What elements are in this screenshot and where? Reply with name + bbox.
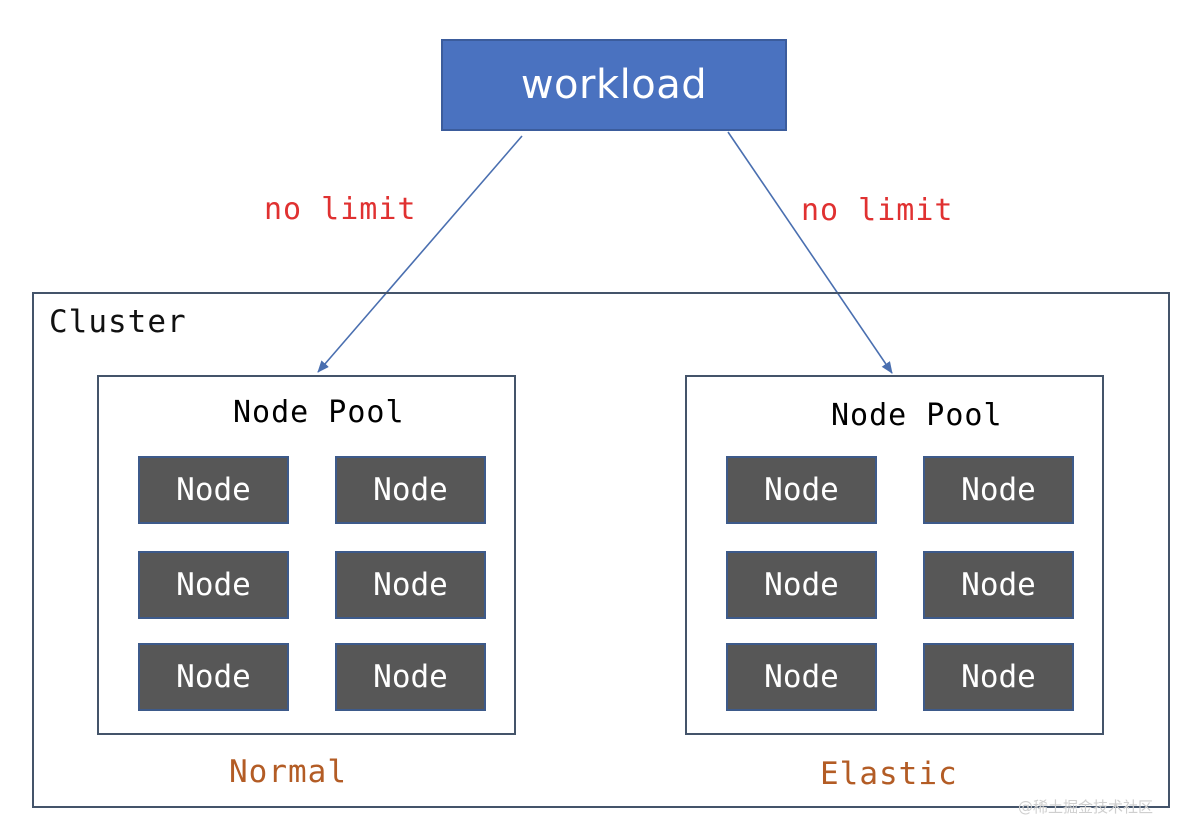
node-elastic-1: Node bbox=[726, 456, 877, 524]
pool-type-elastic: Elastic bbox=[820, 756, 958, 792]
node-elastic-3: Node bbox=[726, 551, 877, 619]
arrow-to-normal-pool bbox=[317, 135, 523, 373]
node-elastic-5: Node bbox=[726, 643, 877, 711]
node-pool-elastic-title: Node Pool bbox=[831, 398, 1003, 433]
pool-type-normal: Normal bbox=[229, 754, 347, 790]
node-elastic-2: Node bbox=[923, 456, 1074, 524]
node-elastic-6: Node bbox=[923, 643, 1074, 711]
node-normal-6: Node bbox=[335, 643, 486, 711]
node-normal-5: Node bbox=[138, 643, 289, 711]
workload-box: workload bbox=[441, 39, 787, 131]
node-normal-2: Node bbox=[335, 456, 486, 524]
node-pool-normal-title: Node Pool bbox=[233, 395, 405, 430]
cluster-label: Cluster bbox=[49, 304, 187, 340]
edge-label-left: no limit bbox=[264, 192, 417, 227]
cluster-box bbox=[32, 292, 1170, 808]
node-normal-1: Node bbox=[138, 456, 289, 524]
node-normal-4: Node bbox=[335, 551, 486, 619]
watermark: @稀土掘金技术社区 bbox=[1018, 798, 1154, 816]
node-normal-3: Node bbox=[138, 551, 289, 619]
edge-label-right: no limit bbox=[801, 193, 954, 228]
node-elastic-4: Node bbox=[923, 551, 1074, 619]
arrow-to-elastic-pool bbox=[727, 131, 893, 374]
